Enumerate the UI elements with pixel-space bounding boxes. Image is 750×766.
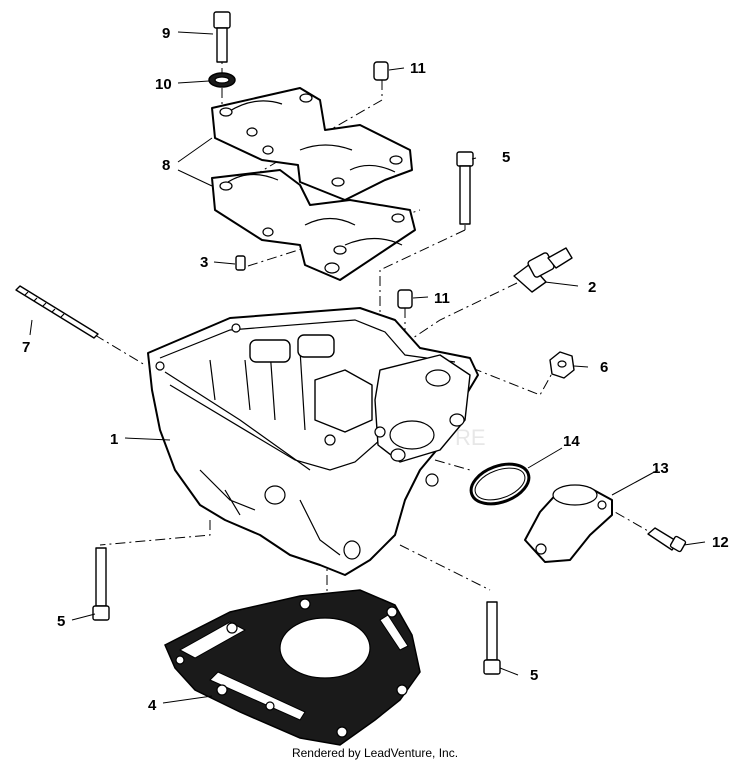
- callout-7: 7: [22, 339, 30, 356]
- stud-7: [15, 285, 99, 339]
- dowel-pin-11-lower: [397, 289, 413, 309]
- callout-3: 3: [200, 254, 208, 271]
- bolt-9: [213, 11, 231, 63]
- callout-5-top: 5: [502, 149, 510, 166]
- callout-11-lower: 11: [434, 290, 450, 307]
- dowel-3: [235, 255, 246, 271]
- callout-1: 1: [110, 431, 118, 448]
- callout-9: 9: [162, 25, 170, 42]
- callout-13: 13: [652, 460, 669, 477]
- o-ring-14: [469, 462, 531, 506]
- callout-10: 10: [155, 76, 172, 93]
- callout-14: 14: [563, 433, 580, 450]
- svg-text:RE: RE: [455, 425, 486, 450]
- callout-12: 12: [712, 534, 729, 551]
- callout-5-left: 5: [57, 613, 65, 630]
- camshaft-holder-lower: [211, 169, 416, 281]
- temperature-sensor-2: [513, 247, 573, 293]
- outlet-cover-13: [524, 484, 613, 563]
- callout-4: 4: [148, 697, 157, 714]
- callout-11-upper: 11: [410, 60, 426, 77]
- callout-5-right: 5: [530, 667, 538, 684]
- bolt-5-right: [483, 601, 501, 675]
- bolt-5-top: [456, 151, 474, 225]
- bolt-5-left: [92, 547, 110, 621]
- callout-6: 6: [600, 359, 608, 376]
- head-gasket-4: [164, 589, 421, 746]
- callout-labels: 9 10 11 8 5 3 2 11 6 7 1 14 13 12 5 5 4: [22, 25, 729, 714]
- callout-8: 8: [162, 157, 170, 174]
- camshaft-holder-upper: [211, 87, 413, 201]
- footer-credit: Rendered by LeadVenture, Inc.: [291, 746, 459, 760]
- callout-2: 2: [588, 279, 596, 296]
- bolt-12: [647, 527, 687, 553]
- dowel-pin-11-upper: [373, 61, 389, 81]
- washer-10: [208, 72, 236, 88]
- nut-6: [549, 351, 575, 379]
- cylinder-head: [147, 307, 479, 576]
- leader-lines: [29, 31, 706, 704]
